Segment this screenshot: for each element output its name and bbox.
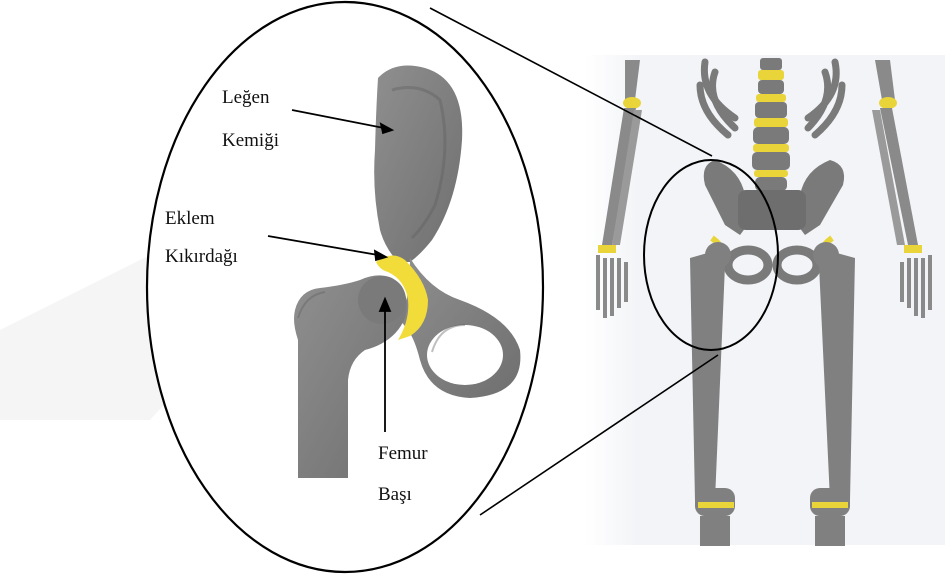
- label-femur-head-line2: Başı: [378, 485, 412, 504]
- label-cartilage-line2: Kıkırdağı: [165, 247, 238, 266]
- label-cartilage-line1: Eklem: [165, 209, 215, 228]
- label-pelvis-line2: Kemiği: [222, 131, 279, 150]
- femur-head: [358, 276, 406, 324]
- full-skeleton: [585, 55, 945, 546]
- label-pelvis-line1: Leğen: [222, 88, 269, 107]
- label-femur-head-line1: Femur: [378, 444, 428, 463]
